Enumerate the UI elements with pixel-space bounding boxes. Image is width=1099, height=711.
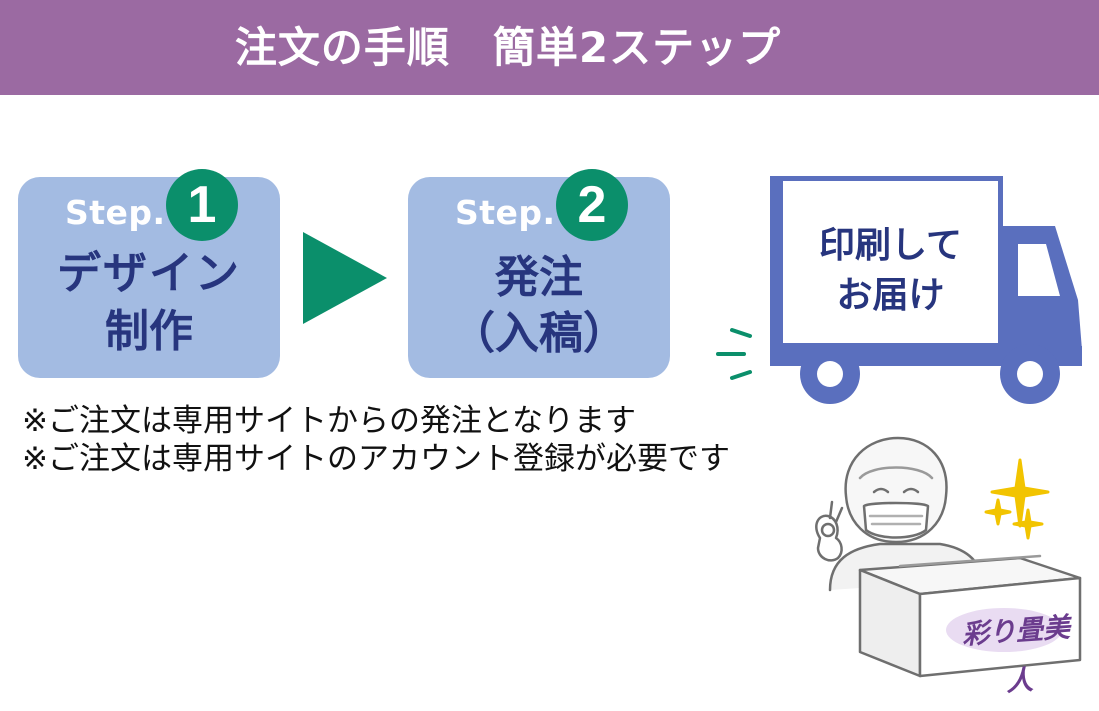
worker-illustration bbox=[790, 430, 1099, 682]
delivery-text-line2: お届け bbox=[836, 275, 945, 316]
step-card-2: Step. 2 発注 （入稿） bbox=[408, 169, 670, 378]
step-label: Step. bbox=[455, 193, 556, 232]
brand-logo: 彩り畳美人 bbox=[961, 612, 1071, 698]
step-title-line2: （入稿） bbox=[451, 308, 627, 359]
header-banner: 注文の手順 簡単2ステップ bbox=[0, 0, 1099, 95]
truck-cargo-box bbox=[778, 176, 1003, 348]
note-line: ※ご注文は専用サイトのアカウント登録が必要です bbox=[22, 441, 730, 477]
step-card-1: Step. 1 デザイン 制作 bbox=[18, 169, 280, 378]
truck-icon: 印刷して お届け bbox=[700, 160, 1099, 420]
step-number-badge: 1 bbox=[166, 169, 238, 241]
notes: ※ご注文は専用サイトからの発注となります ※ご注文は専用サイトのアカウント登録が… bbox=[22, 402, 730, 478]
sparkle-icon bbox=[984, 458, 1050, 540]
arrow-right-icon bbox=[303, 232, 387, 324]
note-line: ※ご注文は専用サイトからの発注となります bbox=[22, 403, 637, 439]
delivery-text-line1: 印刷して bbox=[819, 225, 962, 266]
page-title: 注文の手順 簡単2ステップ bbox=[234, 23, 782, 72]
step-label: Step. bbox=[65, 193, 166, 232]
step-title-line2: 制作 bbox=[105, 306, 193, 357]
step-number-badge: 2 bbox=[556, 169, 628, 241]
step-title-line1: デザイン bbox=[57, 248, 241, 299]
step-title-line1: 発注 bbox=[495, 252, 583, 303]
speed-lines-icon bbox=[716, 328, 752, 380]
